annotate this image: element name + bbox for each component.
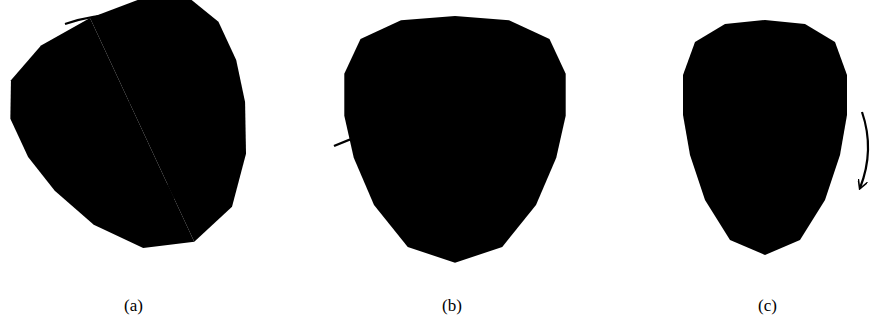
rotation-arrow <box>65 14 168 24</box>
subfigure-label: (b) <box>442 296 462 316</box>
face-mesh-c <box>683 20 847 255</box>
face-mesh-b <box>344 16 565 263</box>
face-mesh-a <box>0 0 298 290</box>
subfigure-label: (c) <box>758 296 777 316</box>
rotation-arrow <box>860 112 868 188</box>
rotation-arrow <box>334 133 428 146</box>
subfigure-label: (a) <box>124 296 143 316</box>
